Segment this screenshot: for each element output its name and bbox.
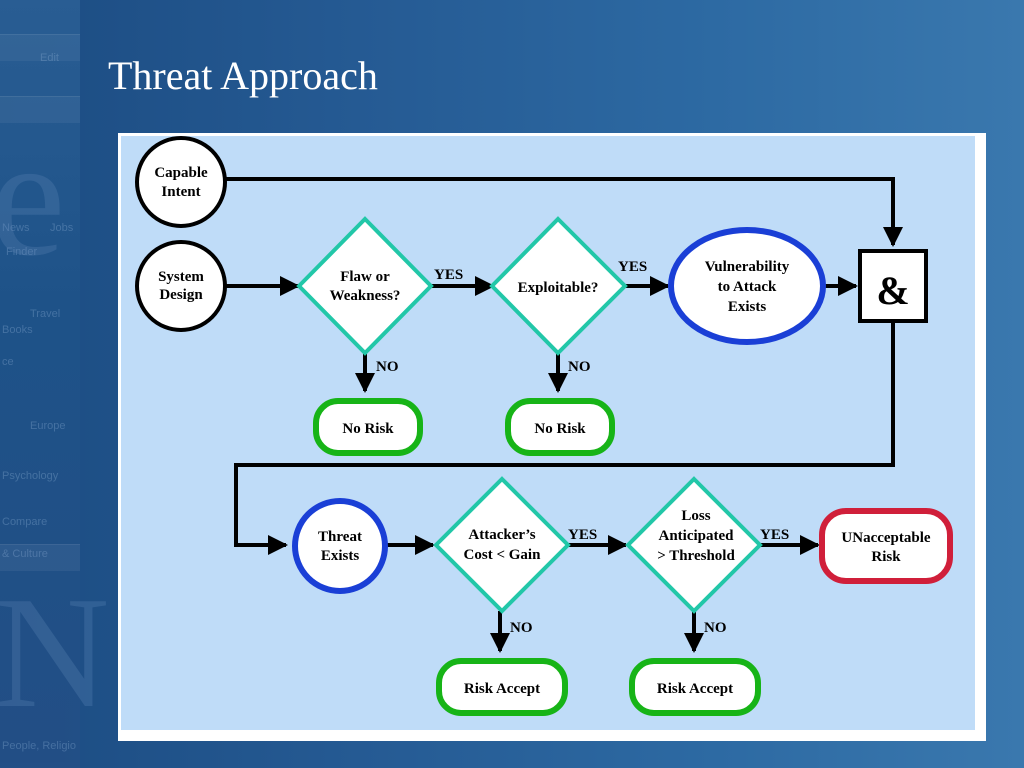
node-vulnerability: Vulnerability to Attack Exists [668, 227, 826, 345]
label-exploitable-yes: YES [618, 259, 647, 275]
attacker-line2: Cost < Gain [464, 547, 542, 563]
flaw-line2: Weakness? [330, 288, 401, 304]
vulnerability-line1: Vulnerability [705, 259, 790, 275]
background-ghost-text: Jobs [50, 222, 74, 234]
and-symbol: & [876, 268, 909, 313]
node-and-gate: & [858, 249, 928, 323]
background-ghost-text: Compare [2, 516, 48, 528]
node-risk-accept-2: Risk Accept [629, 658, 761, 716]
background-band [0, 544, 80, 571]
flaw-line1: Flaw or [340, 269, 390, 285]
node-loss-anticipated: Loss Anticipated > Threshold [625, 476, 763, 614]
label-exploitable-no: NO [568, 359, 591, 375]
background-ghost-text: ce [2, 356, 14, 368]
node-system-design: System Design [135, 240, 227, 332]
label-loss-no: NO [704, 620, 727, 636]
node-no-risk-2: No Risk [505, 398, 615, 456]
label-flaw-no: NO [376, 359, 399, 375]
slide-title: Threat Approach [108, 53, 378, 98]
loss-line3: > Threshold [657, 548, 735, 564]
risk-accept-1-label: Risk Accept [464, 681, 540, 697]
node-unacceptable-risk: UNacceptable Risk [819, 508, 953, 584]
no-risk-1-label: No Risk [342, 421, 394, 437]
node-threat-exists: Threat Exists [292, 498, 388, 594]
connector-lines [226, 177, 903, 653]
label-attacker-yes: YES [568, 527, 597, 543]
background-ghost-text: People, Religio [2, 740, 76, 752]
threat-line1: Threat [318, 529, 362, 545]
background-ghost-text: Europe [30, 420, 66, 432]
capable-intent-line2: Intent [161, 184, 200, 200]
risk-accept-2-label: Risk Accept [657, 681, 733, 697]
unacceptable-line1: UNacceptable [841, 530, 930, 546]
loss-line1: Loss [681, 508, 710, 524]
background-ghost-text: & Culture [2, 548, 48, 560]
edge-intent-to-and [226, 177, 903, 247]
vulnerability-line2: to Attack [718, 279, 777, 295]
label-attacker-no: NO [510, 620, 533, 636]
background-ghost-text: Finder [6, 246, 38, 258]
background-browser-strip: Edit News Jobs Finder Travel Books ce Eu… [0, 0, 110, 768]
vulnerability-line3: Exists [728, 299, 767, 315]
system-design-line2: Design [159, 287, 203, 303]
background-toolbar [0, 34, 80, 61]
node-risk-accept-1: Risk Accept [436, 658, 568, 716]
node-flaw-or-weakness: Flaw or Weakness? [296, 216, 434, 356]
label-loss-yes: YES [760, 527, 789, 543]
background-logo-mark: e [0, 103, 66, 291]
unacceptable-line2: Risk [871, 549, 901, 565]
node-attacker-cost: Attacker’s Cost < Gain [433, 476, 571, 614]
edge-and-to-threat [234, 321, 895, 555]
label-flaw-yes: YES [434, 267, 463, 283]
background-logo-mark: N [0, 563, 110, 741]
capable-intent-line1: Capable [154, 165, 208, 181]
exploitable-label: Exploitable? [518, 280, 599, 296]
background-band [0, 96, 80, 123]
no-risk-2-label: No Risk [534, 421, 586, 437]
flowchart-svg: YES NO YES NO YES NO YES NO Capable Inte… [119, 134, 977, 732]
system-design-line1: System [158, 269, 204, 285]
background-ghost-text: Books [2, 324, 33, 336]
background-ghost-text: Edit [40, 52, 59, 64]
threat-line2: Exists [321, 548, 360, 564]
node-exploitable: Exploitable? [489, 216, 628, 356]
attacker-line1: Attacker’s [468, 527, 535, 543]
background-ghost-text: Psychology [2, 470, 59, 482]
background-ghost-text: News [2, 222, 30, 234]
loss-line2: Anticipated [659, 528, 735, 544]
background-ghost-text: Travel [30, 308, 61, 320]
threat-approach-diagram: YES NO YES NO YES NO YES NO Capable Inte… [118, 133, 986, 741]
node-no-risk-1: No Risk [313, 398, 423, 456]
node-capable-intent: Capable Intent [135, 136, 227, 228]
